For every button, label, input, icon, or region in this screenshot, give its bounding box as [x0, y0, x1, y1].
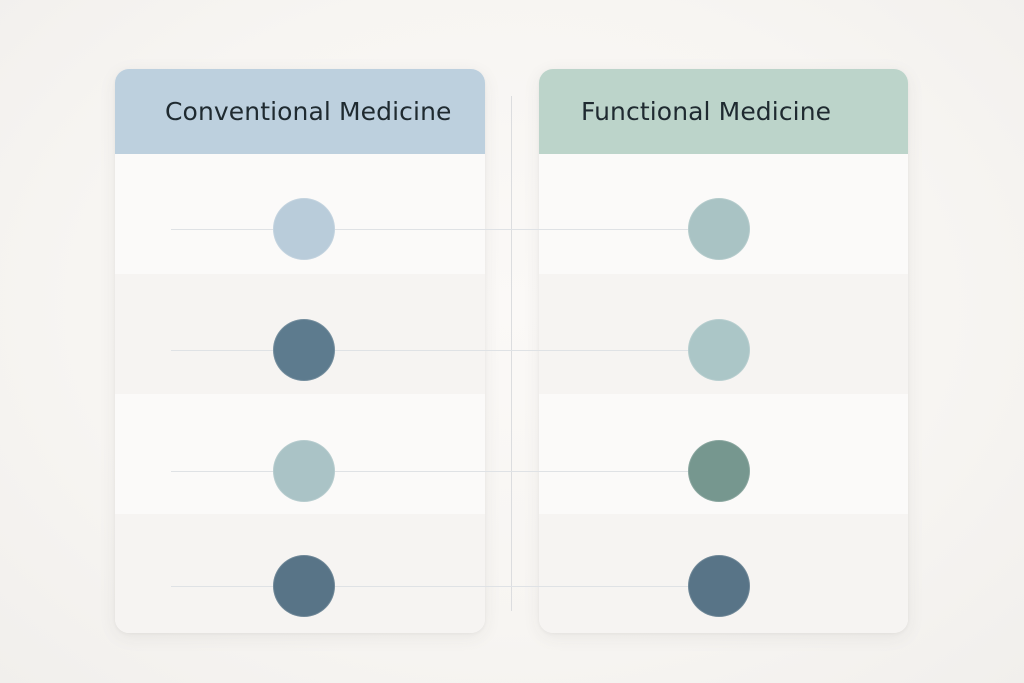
conventional-dot-2 [273, 319, 335, 381]
functional-medicine-title: Functional Medicine [581, 97, 832, 126]
row-connector-4 [171, 586, 719, 587]
functional-medicine-header: Functional Medicine [539, 69, 908, 154]
conventional-dot-1 [273, 198, 335, 260]
conventional-dot-4 [273, 555, 335, 617]
row-connector-1 [171, 229, 719, 230]
functional-dot-1 [688, 198, 750, 260]
conventional-medicine-title: Conventional Medicine [165, 97, 452, 126]
functional-dot-2 [688, 319, 750, 381]
center-divider [511, 96, 512, 611]
functional-dot-4 [688, 555, 750, 617]
conventional-dot-3 [273, 440, 335, 502]
conventional-medicine-header: Conventional Medicine [115, 69, 485, 154]
row-connector-2 [171, 350, 719, 351]
functional-dot-3 [688, 440, 750, 502]
row-connector-3 [171, 471, 719, 472]
